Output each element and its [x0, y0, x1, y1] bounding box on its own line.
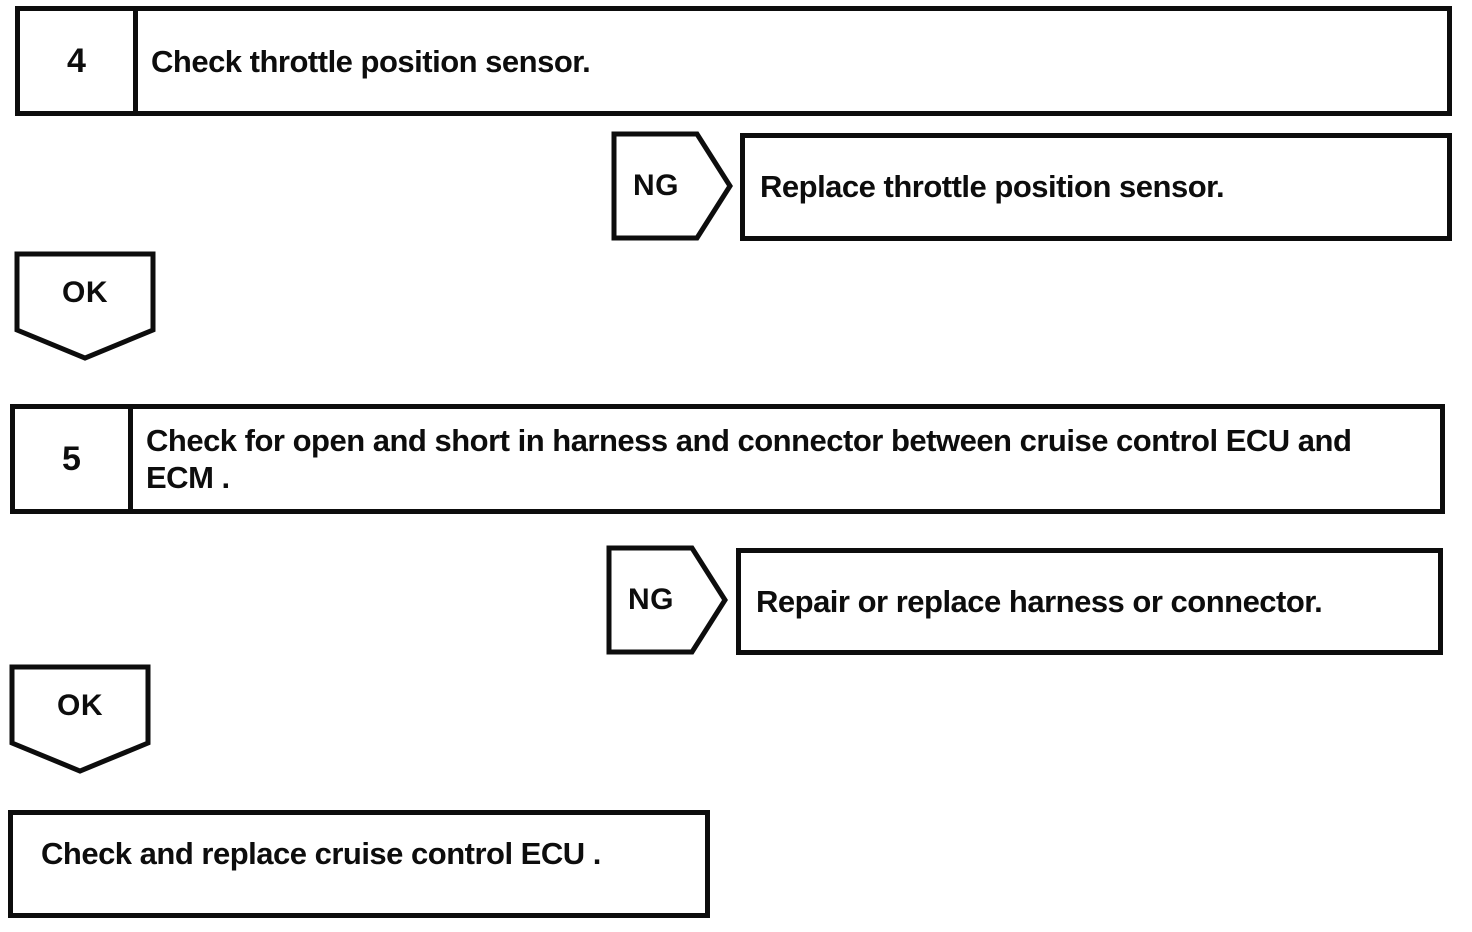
- ng-connector-2: NG: [606, 545, 728, 655]
- ok-pentagon-down-icon: [14, 251, 156, 361]
- ng-pentagon-right-icon: [611, 131, 733, 241]
- step-4-label-text: Check throttle position sensor.: [151, 43, 591, 79]
- step-5-number: 5: [15, 409, 133, 509]
- ng-pentagon-right-icon: [606, 545, 728, 655]
- terminal-box: Check and replace cruise control ECU .: [8, 810, 710, 918]
- step-4-label: Check throttle position sensor.: [138, 11, 591, 111]
- ok-2-label: OK: [57, 689, 103, 722]
- terminal-label: Check and replace cruise control ECU .: [41, 836, 601, 871]
- step-5-label: Check for open and short in harness and …: [133, 409, 1411, 509]
- ok-pentagon-down-icon: [9, 664, 151, 774]
- step-5-label-text: Check for open and short in harness and …: [146, 423, 1352, 495]
- result-2-box: Repair or replace harness or connector.: [736, 548, 1443, 655]
- step-5-box: 5 Check for open and short in harness an…: [10, 404, 1445, 514]
- ok-connector-2: OK: [9, 664, 151, 774]
- step-4-number: 4: [20, 11, 138, 111]
- step-4-box: 4 Check throttle position sensor.: [15, 6, 1452, 116]
- ng-connector-1: NG: [611, 131, 733, 241]
- result-1-box: Replace throttle position sensor.: [740, 133, 1452, 241]
- result-2-label: Repair or replace harness or connector.: [756, 583, 1323, 619]
- ok-1-label: OK: [62, 276, 108, 309]
- ok-connector-1: OK: [14, 251, 156, 361]
- ng-1-label: NG: [633, 169, 679, 202]
- ng-2-label: NG: [628, 583, 674, 616]
- result-1-label: Replace throttle position sensor.: [760, 169, 1225, 204]
